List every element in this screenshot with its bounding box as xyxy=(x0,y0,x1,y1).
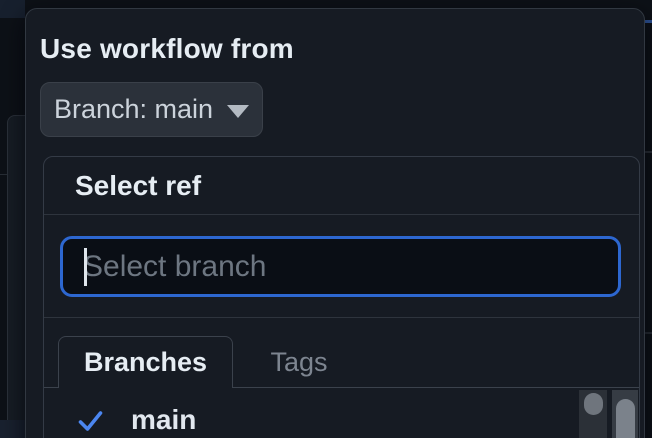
run-workflow-popover: Use workflow from Branch: main Select re… xyxy=(25,8,645,438)
check-icon xyxy=(78,410,103,431)
list-scrollbar[interactable] xyxy=(612,390,638,438)
popover-scrollbar-thumb[interactable] xyxy=(584,393,603,415)
branch-search-input[interactable] xyxy=(60,236,621,297)
background-page-fragment xyxy=(645,20,652,23)
ref-item-label: main xyxy=(131,404,197,435)
list-scrollbar-thumb[interactable] xyxy=(616,399,635,438)
background-page-fragment xyxy=(0,0,25,18)
background-page-divider xyxy=(645,332,652,334)
text-cursor xyxy=(84,248,87,286)
workflow-source-heading: Use workflow from xyxy=(40,33,294,64)
background-page-fragment xyxy=(0,420,25,438)
ref-list-item-main[interactable]: main xyxy=(44,388,639,438)
ref-search-section xyxy=(44,215,639,318)
background-page-divider xyxy=(645,151,652,153)
ref-selector-panel: Select ref Branches Tags main xyxy=(43,156,640,438)
branch-selector-button[interactable]: Branch: main xyxy=(40,82,263,137)
ref-selector-title: Select ref xyxy=(75,169,202,201)
ref-tabs: Branches Tags xyxy=(44,318,639,388)
ref-selector-header: Select ref xyxy=(44,157,639,215)
tab-branches[interactable]: Branches xyxy=(58,336,233,388)
background-page-divider xyxy=(0,174,7,175)
popover-scrollbar[interactable] xyxy=(579,390,607,438)
background-page-fragment xyxy=(7,115,25,438)
tab-tags[interactable]: Tags xyxy=(270,346,328,377)
branch-selector-label: Branch: main xyxy=(53,94,214,124)
caret-down-icon xyxy=(227,105,250,118)
ref-list: main xyxy=(44,388,639,438)
